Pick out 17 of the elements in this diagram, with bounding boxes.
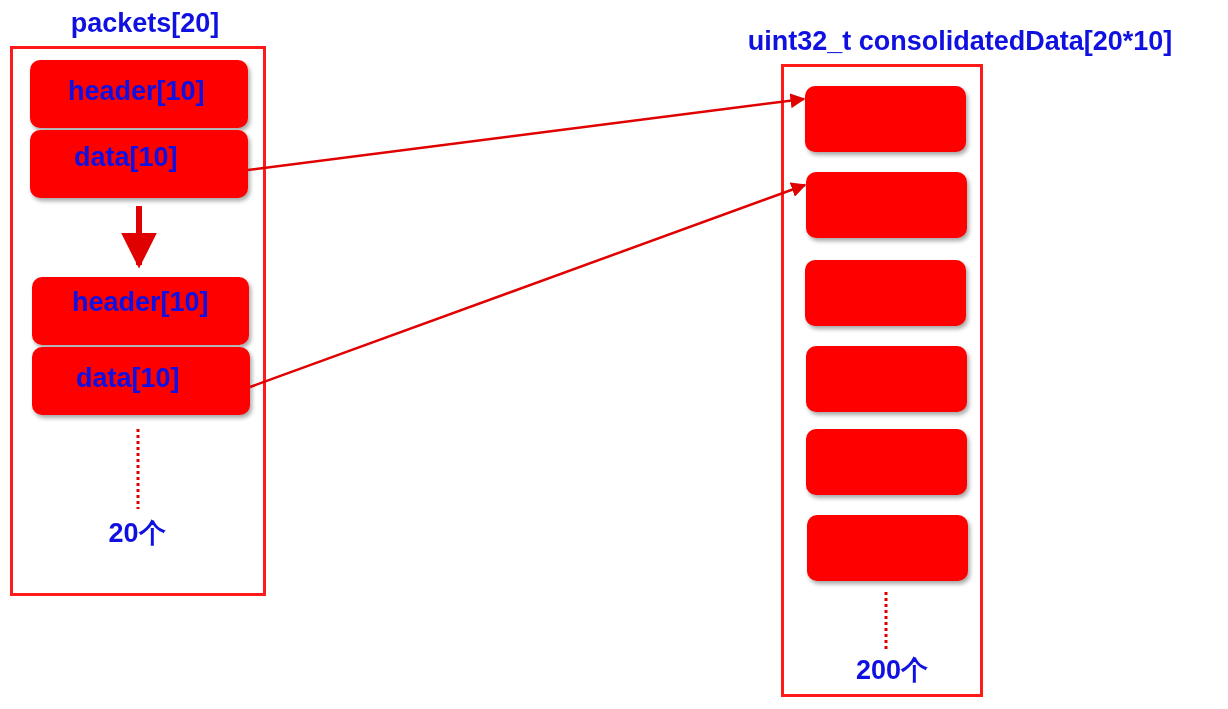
arrow [247, 93, 806, 172]
field-box: header[10] [30, 60, 248, 128]
field-box [806, 429, 967, 495]
count-label: 200个 [855, 657, 929, 684]
field-box [806, 346, 967, 412]
field-box [806, 172, 967, 238]
field-box [807, 515, 968, 581]
field-box: data[10] [32, 347, 250, 415]
field-box: data[10] [30, 130, 248, 198]
container-title: packets[20] [70, 10, 220, 37]
field-box [805, 260, 966, 326]
count-label: 20个 [108, 520, 166, 547]
field-box: header[10] [32, 277, 249, 345]
container-title: uint32_t consolidatedData[20*10] [747, 28, 1173, 55]
field-box [805, 86, 966, 152]
arrow [121, 206, 157, 269]
arrow [249, 182, 807, 389]
